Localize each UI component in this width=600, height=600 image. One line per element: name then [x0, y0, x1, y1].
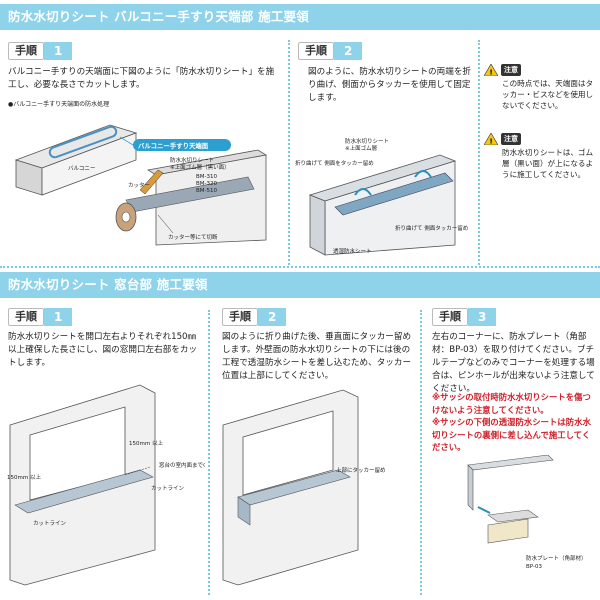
cutline-label: カットライン — [33, 520, 67, 527]
callout-label: バルコニー手すり天端面 — [138, 141, 209, 150]
step-label: 手順 — [8, 308, 44, 326]
divider — [478, 40, 480, 265]
step-label: 手順 — [222, 308, 258, 326]
bm-label: BM-320 — [196, 181, 218, 187]
svg-text:!: ! — [490, 69, 493, 77]
step-number: 1 — [44, 42, 73, 60]
warning-text: ※サッシの下側の透湿防水シートは防水水切りシートの裏側に差し込んで施工してくださ… — [432, 417, 591, 452]
svg-text:!: ! — [490, 138, 493, 146]
step-2-text: 図のように、防水水切りシートの両端を折り曲げ、側面からタッカーを使用して固定しま… — [308, 67, 472, 103]
cutline-label: カットライン — [151, 485, 185, 492]
balcony-diagram: バルコニー バルコニー手すり天端面 カッター 防水水切りシート ※上面ゴム層（黒… — [14, 124, 268, 246]
step-1-text: 防水水切りシートを開口左右よりそれぞれ150㎜以上確保した長さにし、図の窓開口左… — [8, 332, 198, 368]
warning-text: ※サッシの取付時防水水切りシートを傷つけないよう注意してください。 — [432, 392, 591, 415]
step-2-text: 図のように折り曲げた後、垂直面にタッカー留めします。外壁面の防水水切りシートの下… — [222, 332, 412, 381]
bm-label: BM-310 — [196, 174, 218, 180]
depth-label: 窓台の室内面までの寸法 — [159, 461, 205, 469]
step-number: 3 — [468, 308, 497, 326]
diagram-title: ●バルコニー手すり天端面の防水処理 — [8, 101, 110, 108]
sheet-label: 防水水切りシート — [170, 156, 214, 164]
bm-label: BM-510 — [196, 188, 218, 194]
tacker-label: 上部にタッカー留め — [336, 466, 386, 474]
step-label: 手順 — [8, 42, 44, 60]
step-number: 2 — [334, 42, 363, 60]
warning-icon: ! — [484, 133, 498, 145]
divider — [208, 310, 210, 595]
step-1-header: 手順 1 — [8, 42, 73, 60]
step-number: 1 — [44, 308, 73, 326]
sheet-label: 防水水切りシート — [345, 137, 389, 145]
butyl-label: ※上面ゴム層（黒い面） — [170, 163, 230, 171]
caution-text: この時点では、天端面はタッカー・ビスなどを使用しないでください。 — [502, 79, 594, 110]
corner-plate-diagram: 防水プレート（角部材） BP-03 — [467, 455, 587, 570]
step-2-header: 手順 2 — [222, 308, 287, 326]
caution-text: 防水水切りシートは、ゴム層（黒い面）が上になるように施工してください。 — [502, 148, 594, 179]
cut-label: カッター等にて切断 — [168, 233, 218, 241]
cutter-label: カッター — [128, 181, 150, 189]
step-1-header: 手順 1 — [8, 308, 73, 326]
step-3-header: 手順 3 — [432, 308, 497, 326]
section-divider — [0, 266, 600, 268]
caution-2: ! 注意 — [484, 133, 521, 145]
butyl-label: ※上面ゴム層 — [345, 144, 377, 152]
step-number: 2 — [258, 308, 287, 326]
plate-label: 防水プレート（角部材） — [526, 554, 587, 562]
step-1-text: バルコニー手すりの天端面に下図のように「防水水切りシート」を施工し、必要な長さで… — [8, 67, 275, 90]
fold-label: 折り曲げて 側面をタッカー留め — [295, 159, 374, 167]
step-label: 手順 — [432, 308, 468, 326]
window-cut-diagram: 150mm 以上 150mm 以上 窓台の室内面までの寸法 カットライン カット… — [7, 384, 205, 586]
permeable-label: 透湿防水シート — [333, 247, 372, 255]
divider — [288, 40, 290, 265]
warning-icon: ! — [484, 64, 498, 76]
dim-label: 150mm 以上 — [7, 473, 41, 481]
window-tacker-diagram: 上部にタッカー留め — [222, 389, 386, 586]
caution-1: ! 注意 — [484, 64, 521, 76]
fold-diagram: 防水水切りシート ※上面ゴム層 折り曲げて 側面をタッカー留め 折り曲げて 側面… — [295, 137, 468, 256]
section1-title: 防水水切りシート バルコニー手すり天端部 施工要領 — [0, 4, 600, 30]
dim-label: 150mm 以上 — [129, 439, 163, 447]
divider — [420, 310, 422, 595]
section2-title: 防水水切りシート 窓台部 施工要領 — [0, 272, 600, 298]
step-3-text: 左右のコーナーに、防水プレート（角部材：BP-03）を取り付けてください。ブチル… — [432, 332, 595, 394]
step-label: 手順 — [298, 42, 334, 60]
balcony-label: バルコニー — [68, 165, 95, 172]
step-2-header: 手順 2 — [298, 42, 363, 60]
plate-code: BP-03 — [526, 564, 542, 570]
caution-tag: 注意 — [501, 64, 521, 76]
caution-tag: 注意 — [501, 133, 521, 145]
fold-label: 折り曲げて 側面タッカー留め — [395, 224, 468, 232]
